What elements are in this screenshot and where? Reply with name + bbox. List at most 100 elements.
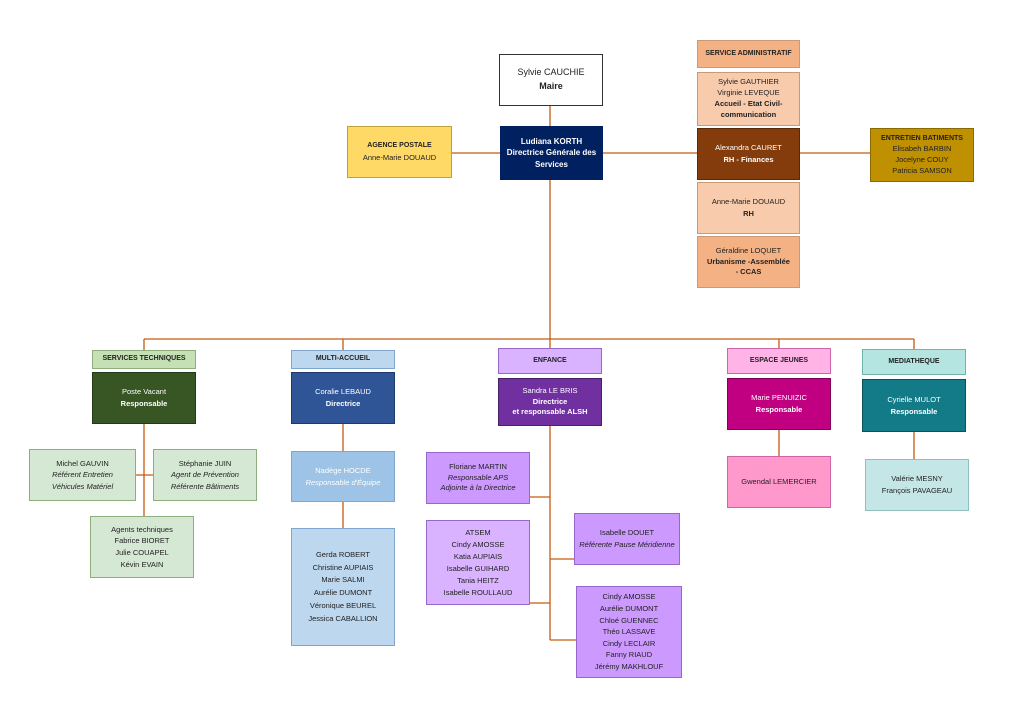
person-name: Alexandra CAURET [715, 143, 782, 153]
person-name: Elisabeh BARBIN [892, 143, 952, 153]
person-name: Christine AUPIAIS [312, 562, 374, 572]
role-label: RH - Finances [723, 155, 774, 164]
person-name: Aurélie DUMONT [599, 603, 659, 613]
agence-postale-header: AGENCE POSTALE [367, 141, 432, 149]
person-name: Cyrielle MULOT [887, 394, 941, 404]
person-name: Jocelyne COUY [895, 154, 949, 164]
dgs-box: Ludiana KORTH Directrice Générale des Se… [500, 126, 603, 180]
enfance-header: ENFANCE [498, 348, 602, 374]
person-name: Poste Vacant [121, 387, 167, 397]
mayor-box: Sylvie CAUCHIE Maire [499, 54, 603, 106]
person-name: Cindy LECLAIR [602, 638, 656, 648]
role-label: Responsable [120, 399, 168, 408]
person-name: Isabelle GUIHARD [446, 563, 510, 573]
agence-postale-box: AGENCE POSTALE Anne-Marie DOUAUD [347, 126, 452, 178]
person-name: Isabelle ROULLAUD [443, 587, 513, 597]
service-administratif-header: SERVICE ADMINISTRATIF [697, 40, 800, 68]
role-label: Responsable [890, 406, 938, 416]
person-name: Gwendal LEMERCIER [741, 477, 817, 487]
person-name: Marie SALMI [321, 575, 365, 585]
role-label: Référente Bâtiments [170, 481, 240, 491]
atsem-box: ATSEM Cindy AMOSSE Katia AUPIAIS Isabell… [426, 520, 530, 605]
role-label: et responsable ALSH [512, 407, 588, 417]
service-administratif-rh: Anne-Marie DOUAUD RH [697, 182, 800, 234]
person-name: Chloé GUENNEC [599, 615, 659, 625]
espace-jeunes-header: ESPACE JEUNES [727, 348, 831, 374]
person-name: Fabrice BIORET [114, 536, 170, 546]
dgs-name: Ludiana KORTH [520, 137, 583, 147]
agence-postale-person: Anne-Marie DOUAUD [362, 152, 437, 162]
michel-gauvin-box: Michel GAUVIN Référent Entretien Véhicul… [29, 449, 136, 501]
entretien-header: ENTRETIEN BATIMENTS [881, 134, 963, 142]
person-name: Marie PENUIZIC [751, 393, 807, 403]
person-name: Julie COUAPEL [115, 548, 169, 557]
role-label: Accueil - Etat Civil- communication [714, 99, 783, 119]
person-name: Tania HEITZ [457, 575, 499, 585]
mediatheque-header: MEDIATHEQUE [862, 349, 966, 375]
mediatheque-staff-box: Valérie MESNY François PAVAGEAU [865, 459, 969, 511]
person-name: Aurélie DUMONT [313, 588, 373, 597]
role-label: Responsable d'Équipe [305, 477, 381, 487]
animateurs-box: Cindy AMOSSE Aurélie DUMONT Chloé GUENNE… [576, 586, 682, 678]
role-label: Responsable [755, 405, 803, 414]
multi-accueil-lead: Coralie LEBAUD Directrice [291, 372, 395, 424]
role-label: RH [743, 209, 754, 218]
person-name: François PAVAGEAU [881, 486, 953, 495]
multi-accueil-staff-box: Gerda ROBERT Christine AUPIAIS Marie SAL… [291, 528, 395, 646]
person-name: Sylvie GAUTHIER [718, 77, 779, 87]
person-name: Jessica CABALLION [308, 613, 378, 623]
person-name: Gerda ROBERT [315, 549, 371, 559]
person-name: Michel GAUVIN [56, 458, 109, 468]
role-label: Directrice [325, 399, 361, 408]
services-techniques-header: SERVICES TECHNIQUES [92, 350, 196, 369]
role-label: Véhicules Matériel [51, 481, 114, 491]
role-label: Responsable APS [447, 472, 509, 482]
agents-techniques-box: Agents techniques Fabrice BIORET Julie C… [90, 516, 194, 578]
gwendal-lemercier-box: Gwendal LEMERCIER [727, 456, 831, 508]
dgs-title: Directrice Générale des Services [506, 148, 597, 169]
person-name: Valérie MESNY [891, 474, 943, 484]
role-label: Référent Entretien [52, 470, 113, 480]
person-name: Fanny RIAUD [605, 650, 653, 660]
multi-accueil-header: MULTI-ACCUEIL [291, 350, 395, 369]
person-name: Cindy AMOSSE [602, 592, 656, 602]
role-label: Adjointe à la Directrice [440, 483, 516, 493]
person-name: Cindy AMOSSE [451, 539, 505, 549]
role-label: Agent de Prévention [171, 470, 239, 480]
person-name: Théo LASSAVE [602, 627, 656, 637]
floriane-martin-box: Floriane MARTIN Responsable APS Adjointe… [426, 452, 530, 504]
nadege-hocde-box: Nadège HOCDE Responsable d'Équipe [291, 451, 395, 502]
person-name: Katia AUPIAIS [453, 551, 503, 561]
person-name: Jérémy MAKHLOUF [594, 662, 664, 672]
services-techniques-lead: Poste Vacant Responsable [92, 372, 196, 424]
person-name: Anne-Marie DOUAUD [711, 197, 786, 207]
person-name: Sandra LE BRIS [522, 385, 578, 395]
stephanie-juin-box: Stéphanie JUIN Agent de Prévention Référ… [153, 449, 257, 501]
role-label: Référente Pause Méridienne [579, 540, 675, 549]
mayor-title: Maire [539, 81, 563, 91]
isabelle-douet-box: Isabelle DOUET Référente Pause Méridienn… [574, 513, 680, 565]
service-administratif-accueil: Sylvie GAUTHIER Virginie LEVEQUE Accueil… [697, 72, 800, 126]
person-name: Nadège HOCDE [315, 465, 371, 475]
service-administratif-rh-finances: Alexandra CAURET RH - Finances [697, 128, 800, 180]
entretien-batiments-box: ENTRETIEN BATIMENTS Elisabeh BARBIN Joce… [870, 128, 974, 182]
person-name: Véronique BEUREL [309, 600, 377, 610]
mediatheque-lead: Cyrielle MULOT Responsable [862, 379, 966, 432]
person-name: Géraldine LOQUET [715, 245, 782, 255]
person-name: Kévin EVAIN [120, 559, 164, 569]
espace-jeunes-lead: Marie PENUIZIC Responsable [727, 378, 831, 430]
group-title: ATSEM [465, 527, 491, 537]
mayor-name: Sylvie CAUCHIE [517, 67, 585, 78]
service-administratif-urbanisme: Géraldine LOQUET Urbanisme -Assemblée - … [697, 236, 800, 288]
person-name: Patricia SAMSON [892, 165, 952, 175]
role-label: Urbanisme -Assemblée - CCAS [707, 256, 790, 277]
role-label: Directrice [532, 396, 568, 406]
group-title: Agents techniques [111, 524, 173, 534]
person-name: Floriane MARTIN [449, 461, 507, 471]
enfance-lead: Sandra LE BRIS Directrice et responsable… [498, 378, 602, 426]
person-name: Virginie LEVEQUE [717, 88, 780, 98]
person-name: Stéphanie JUIN [178, 458, 232, 468]
person-name: Isabelle DOUET [599, 528, 655, 538]
person-name: Coralie LEBAUD [315, 387, 371, 397]
